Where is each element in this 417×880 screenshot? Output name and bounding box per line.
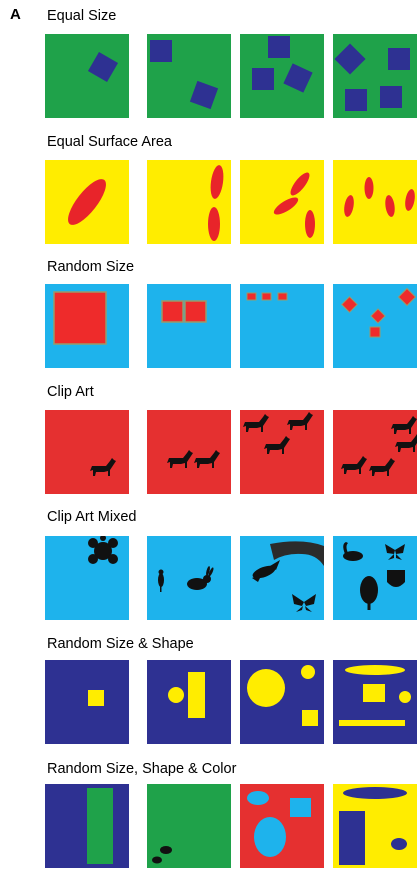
cyan-square-icon — [290, 798, 311, 817]
cyan-ellipse-icon — [254, 817, 286, 857]
tile-random-size-4 — [333, 284, 417, 368]
navy-ellipse-icon — [343, 787, 407, 799]
yellow-square-icon — [302, 710, 318, 726]
red-square-icon — [54, 292, 106, 344]
yellow-circle-icon — [168, 687, 184, 703]
tile-clip-art-mixed-3 — [240, 536, 324, 620]
tile-equal-surface-4 — [333, 160, 417, 244]
tile-clip-art-mixed-1 — [45, 536, 129, 620]
tile-random-size-1 — [45, 284, 129, 368]
tile-equal-surface-1 — [45, 160, 129, 244]
black-ellipse-icon — [152, 857, 162, 864]
shield-icon — [387, 570, 405, 587]
navy-ellipse-icon — [391, 838, 407, 850]
tile-equal-size-1 — [45, 34, 129, 118]
yellow-ellipse-icon — [345, 665, 405, 675]
panel-label: A — [10, 6, 21, 23]
red-ellipse-icon — [365, 177, 374, 199]
green-rectangle-icon — [87, 788, 113, 864]
row-title-random-size: Random Size — [47, 259, 134, 275]
yellow-square-icon — [88, 690, 104, 706]
tile-equal-size-4 — [333, 34, 417, 118]
tile-equal-size-3 — [240, 34, 324, 118]
tile-clip-art-4 — [333, 410, 417, 494]
red-square-icon — [370, 327, 380, 337]
red-square-icon — [247, 293, 256, 300]
yellow-circle-icon — [399, 691, 411, 703]
navy-square-icon — [388, 48, 410, 70]
navy-square-icon — [150, 40, 172, 62]
navy-square-icon — [345, 89, 367, 111]
yellow-circle-icon — [301, 665, 315, 679]
tile-clip-art-1 — [45, 410, 129, 494]
red-ellipse-icon — [208, 207, 220, 241]
cyan-ellipse-icon — [247, 791, 269, 805]
red-square-icon — [278, 293, 287, 300]
tile-random-size-shape-4 — [333, 660, 417, 744]
yellow-rectangle-icon — [188, 672, 205, 718]
tile-random-size-shape-1 — [45, 660, 129, 744]
navy-square-icon — [252, 68, 274, 90]
yellow-square-icon — [363, 684, 385, 702]
navy-square-icon — [380, 86, 402, 108]
tile-equal-surface-2 — [147, 160, 231, 244]
row-title-equal-surface-area: Equal Surface Area — [47, 134, 172, 150]
tile-clip-art-3 — [240, 410, 324, 494]
red-square-icon — [162, 301, 183, 322]
tile-random-ssc-1 — [45, 784, 129, 868]
navy-rectangle-icon — [339, 811, 365, 865]
tile-random-size-3 — [240, 284, 324, 368]
tile-equal-surface-3 — [240, 160, 324, 244]
tile-clip-art-2 — [147, 410, 231, 494]
tile-random-ssc-2 — [147, 784, 231, 868]
red-square-icon — [185, 301, 206, 322]
black-ellipse-icon — [160, 846, 172, 854]
tile-clip-art-mixed-4 — [333, 536, 417, 620]
row-title-equal-size: Equal Size — [47, 8, 116, 24]
tile-random-ssc-4 — [333, 784, 417, 868]
tile-random-size-2 — [147, 284, 231, 368]
row-title-clip-art-mixed: Clip Art Mixed — [47, 509, 136, 525]
row-title-random-size-shape: Random Size & Shape — [47, 636, 194, 652]
tile-clip-art-mixed-2 — [147, 536, 231, 620]
yellow-circle-icon — [247, 669, 285, 707]
tile-random-size-shape-2 — [147, 660, 231, 744]
row-title-random-size-shape-color: Random Size, Shape & Color — [47, 761, 236, 777]
row-title-clip-art: Clip Art — [47, 384, 94, 400]
red-ellipse-icon — [305, 210, 315, 238]
yellow-bar-icon — [339, 720, 405, 726]
red-square-icon — [262, 293, 271, 300]
tile-equal-size-2 — [147, 34, 231, 118]
navy-square-icon — [268, 36, 290, 58]
tile-random-size-shape-3 — [240, 660, 324, 744]
tile-random-ssc-3 — [240, 784, 324, 868]
